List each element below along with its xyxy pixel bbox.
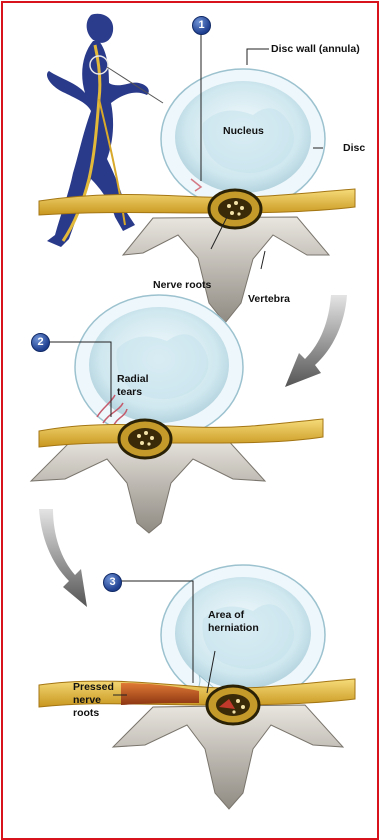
radial-tears-label-line1: Radial <box>117 373 149 385</box>
arrow-2 <box>39 509 87 607</box>
radial-tears-label-line2: tears <box>117 386 142 398</box>
disc-wall-label: Disc wall (annula) <box>271 43 360 55</box>
nucleus-label: Nucleus <box>223 125 264 137</box>
herniation-illustration <box>3 3 377 838</box>
herniation-label-line1: Area of <box>208 609 244 621</box>
pressed-nerve-label-line1: Pressed <box>73 681 114 693</box>
pressed-nerve-label-line3: roots <box>73 707 99 719</box>
stage1-badge: 1 <box>192 16 211 35</box>
nerve-roots-label: Nerve roots <box>153 279 211 291</box>
stage2-badge: 2 <box>31 333 50 352</box>
vertebra-label: Vertebra <box>248 293 290 305</box>
stage1-disc <box>161 69 325 209</box>
stage2-disc <box>75 295 243 439</box>
arrow-1 <box>285 295 347 387</box>
stage3-badge: 3 <box>103 573 122 592</box>
herniation-label-line2: herniation <box>208 622 259 634</box>
pressed-nerve-label-line2: nerve <box>73 694 101 706</box>
disc-label: Disc <box>343 142 365 154</box>
